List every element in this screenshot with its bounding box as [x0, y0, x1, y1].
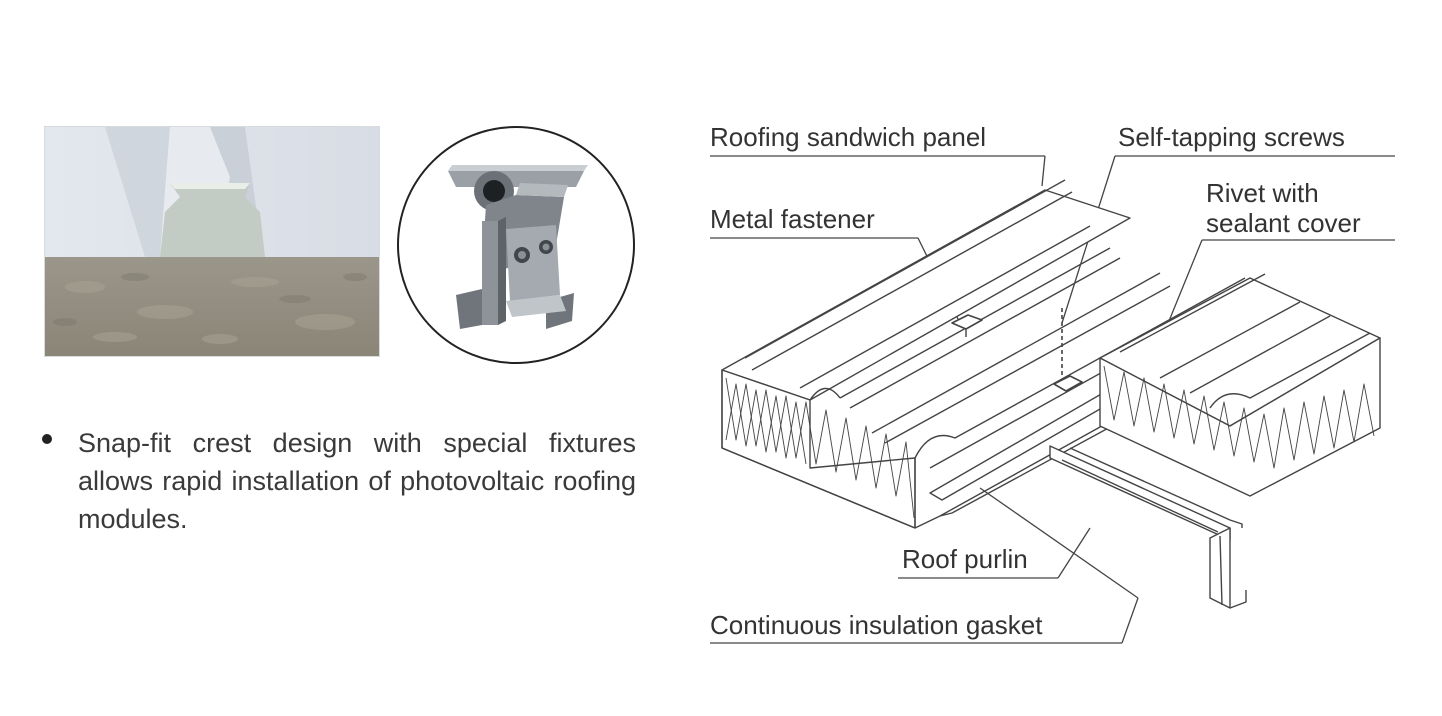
- bullet-dot-icon: [42, 434, 52, 444]
- feature-bullet: Snap-fit crest design with special fixtu…: [42, 424, 642, 538]
- roof-assembly-diagram: Roofing sandwich panel Self-tapping scre…: [690, 108, 1410, 668]
- roof-assembly-drawing: [710, 155, 1395, 644]
- label-continuous-insulation-gasket: Continuous insulation gasket: [710, 610, 1043, 640]
- label-self-tapping-screws: Self-tapping screws: [1118, 122, 1345, 152]
- fixture-detail-circle: [396, 125, 636, 365]
- label-roofing-sandwich-panel: Roofing sandwich panel: [710, 122, 987, 152]
- feature-bullet-text: Snap-fit crest design with special fixtu…: [78, 428, 636, 534]
- label-rivet-line2: sealant cover: [1206, 208, 1361, 238]
- label-metal-fastener: Metal fastener: [710, 204, 875, 234]
- clamp-fixture-icon: [397, 126, 635, 364]
- label-rivet-line1: Rivet with: [1206, 178, 1319, 208]
- panel-crest-illustration: [45, 127, 379, 356]
- panel-crest-photo: [44, 126, 380, 357]
- label-roof-purlin: Roof purlin: [902, 544, 1028, 574]
